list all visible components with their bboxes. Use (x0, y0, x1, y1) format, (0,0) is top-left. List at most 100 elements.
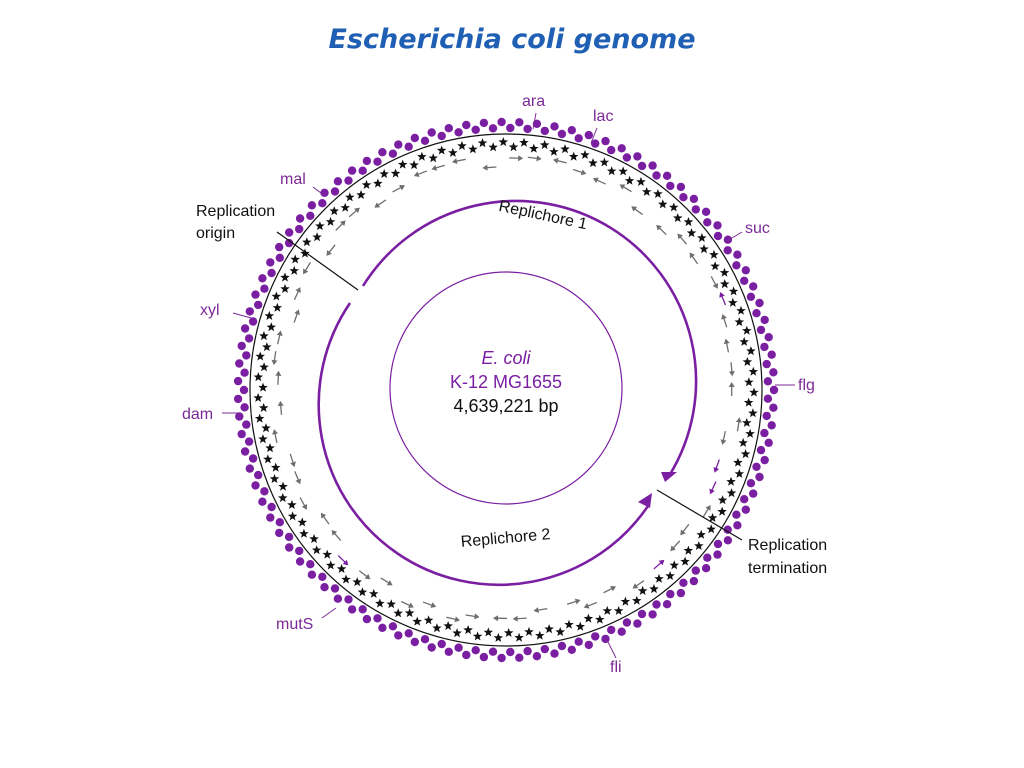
gene-dot (648, 610, 657, 619)
organism-name: E. coli (481, 348, 531, 368)
gene-star (728, 286, 739, 296)
gene-star (312, 232, 322, 242)
gene-dot (769, 368, 778, 377)
gene-star (746, 346, 756, 356)
operon-arrow (710, 276, 719, 289)
gene-star (340, 202, 350, 212)
gene-star (493, 632, 504, 642)
gene-star (733, 457, 743, 467)
gene-dot (550, 649, 559, 658)
gene-dot (488, 124, 498, 133)
gene-star (588, 158, 598, 168)
gene-dot (454, 128, 463, 137)
gene-star (618, 166, 628, 176)
gene-dot (567, 645, 576, 654)
gene-dot (437, 639, 446, 649)
gene-label-flg: flg (798, 377, 815, 394)
gene-dot (454, 643, 463, 652)
gene-dot (444, 647, 453, 656)
gene-dot (245, 464, 254, 473)
operon-arrow (512, 615, 527, 622)
gene-dot (769, 385, 779, 395)
gene-star (302, 237, 312, 247)
gene-dot (574, 134, 583, 143)
gene-star (697, 232, 707, 242)
gene-star (379, 169, 389, 178)
gene-dot (741, 266, 750, 275)
gene-star (519, 137, 529, 147)
gene-label-mal: mal (280, 171, 306, 188)
gene-dot (378, 148, 387, 157)
gene-dot (237, 341, 246, 351)
gene-star (535, 630, 545, 640)
gene-star (258, 402, 269, 412)
gene-dot (703, 218, 712, 227)
gene-star (452, 628, 462, 638)
gene-dot (295, 557, 305, 566)
gene-dot (732, 261, 741, 270)
gene-dot (601, 634, 610, 644)
gene-dot (235, 412, 244, 421)
gene-dot (307, 570, 317, 579)
gene-star (706, 524, 716, 534)
gene-star (258, 434, 268, 444)
operon-arrow (482, 164, 497, 171)
gene-star (699, 244, 709, 254)
gene-star (613, 605, 624, 615)
gene-dot (306, 211, 315, 220)
gene-dot (318, 199, 327, 208)
operon-arrow (583, 601, 598, 609)
gene-dot (740, 276, 749, 285)
operon-arrow (331, 529, 342, 541)
gene-dot (235, 359, 244, 368)
gene-star (255, 351, 265, 361)
operon-arrow (721, 313, 728, 328)
gene-star (299, 528, 309, 538)
gene-dot (637, 609, 647, 619)
gene-star (658, 199, 668, 209)
operon-arrow (335, 220, 346, 231)
gene-dot (746, 479, 756, 488)
gene-dot (362, 156, 372, 166)
gene-star (742, 325, 752, 335)
gene-dot (591, 632, 600, 641)
gene-dot (676, 588, 686, 598)
gene-star (300, 248, 310, 258)
gene-star (740, 449, 751, 459)
gene-star (322, 549, 332, 559)
gene-dot (410, 637, 419, 647)
gene-dots-layer (233, 117, 779, 663)
gene-star (253, 372, 264, 382)
gene-star (352, 577, 362, 587)
gene-star (654, 573, 664, 583)
gene-dot (764, 438, 773, 447)
gene-dot (427, 643, 436, 652)
gene-star (272, 302, 283, 312)
operon-arrow (709, 481, 717, 495)
operon-arrow (728, 382, 735, 396)
gene-dot (240, 368, 249, 377)
mal-leader (312, 186, 326, 197)
gene-dot (362, 614, 372, 624)
operon-arrow (653, 559, 665, 570)
gene-dot (471, 646, 480, 655)
gene-star (457, 140, 467, 150)
gene-star (278, 481, 288, 491)
gene-star (683, 217, 694, 227)
operon-arrow (619, 184, 632, 193)
gene-dot (333, 177, 343, 186)
gene-star (717, 495, 728, 505)
gene-dot (767, 350, 776, 359)
gene-star (728, 297, 738, 307)
operon-arrow (592, 177, 606, 185)
replichore-1-arc (361, 199, 698, 477)
operon-arrow (728, 362, 735, 377)
operon-arrow (572, 168, 587, 176)
gene-dot (358, 166, 367, 175)
gene-star (580, 149, 590, 159)
operon-arrow (380, 577, 393, 586)
gene-dot (755, 298, 764, 308)
gene-star (271, 462, 281, 472)
gene-star (529, 143, 539, 153)
gene-dot (347, 166, 357, 175)
